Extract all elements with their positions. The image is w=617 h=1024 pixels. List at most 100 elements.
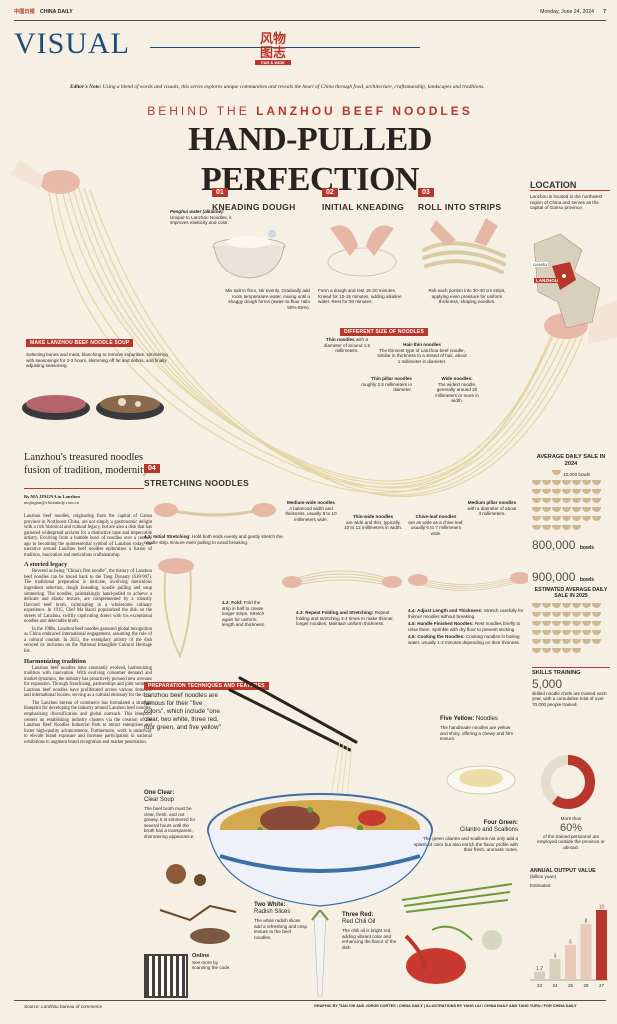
bowl-icon: [552, 620, 561, 626]
size-thin: Thin noodles with a diameter of around 1…: [322, 337, 372, 354]
step-02-title: INITIAL KNEADING: [322, 202, 405, 212]
soup-tag: MAKE LANZHOU BEEF NOODLE SOUP: [26, 339, 134, 347]
noodle-strands: [47, 179, 583, 498]
daily-bowls-grid: [532, 479, 610, 534]
noodle-pull-illustration: [10, 160, 617, 498]
five-yellow-text: The handmade noodles are yellow and shin…: [440, 725, 514, 742]
size-hair-thin: Hair-thin noodles The thinnest type of L…: [376, 342, 468, 364]
stretch-4-6-text: Cooking noodles in boiling water, usuall…: [408, 634, 521, 645]
stretch-4-4-title: 4.4: Adjust Length and Thickness:: [408, 608, 483, 613]
bowl-icon: [532, 515, 541, 521]
three-red: Three Red: Red Chili Oil The chili oil i…: [342, 912, 404, 950]
bowl-icon: [532, 629, 541, 635]
prep-tag: PREPARATION TECHNIQUES AND FEATURES: [144, 682, 269, 690]
stretch-4-1-text: Hold both ends evenly and gently stretch…: [144, 534, 283, 545]
size-thin-pillar-text: roughly 2.5 millimeters in diameter.: [361, 381, 412, 393]
article-heading: Lanzhou's treasured noodles fusion of tr…: [24, 452, 149, 476]
bowl-icon: [532, 479, 541, 485]
bowl-icon: [592, 488, 601, 494]
roll-strips-illustration: [422, 218, 506, 274]
article-body: Lanzhou beef noodles, originating from t…: [24, 514, 152, 747]
size-chive-leaf-name: Chive-leaf noodles: [415, 514, 457, 519]
bowl-icon: [572, 488, 581, 494]
stretch-4-2-text: Fold the strip in half to create longer …: [222, 600, 266, 628]
qr-code[interactable]: [144, 954, 188, 998]
bowl-icon: [562, 497, 571, 503]
bowl-icon: [542, 647, 551, 653]
pct-pre: More than: [560, 816, 582, 821]
chart-tick-label: 23: [537, 983, 543, 988]
stretch-4-2: 4.2: Fold: Fold the strip in half to cre…: [222, 600, 270, 628]
skills-value: 5,000: [532, 676, 563, 691]
three-red-name: Red Chili Oil: [342, 919, 376, 925]
article-p2: In the 1980s, Lanzhou beef noodles garne…: [24, 626, 152, 655]
paper-name: CHINA DAILY: [40, 9, 73, 15]
size-medium-wide-text: A balanced width and thickness, usually …: [285, 505, 337, 522]
editors-note-label: Editor's Note:: [70, 84, 102, 90]
daily-sale-value: 800,000 bowls: [532, 536, 610, 554]
two-white: Two White: Radish Slices The white radis…: [254, 902, 308, 940]
left-hand: [10, 160, 80, 194]
bowl-icon: [562, 611, 571, 617]
series-logo: 风物 图志 FAR & WIDE: [255, 32, 291, 76]
stats-column: AVERAGE DAILY SALE IN 2024 10,000 bowls …: [532, 454, 610, 708]
stretch-header: 04 STRETCHING NOODLES: [144, 457, 284, 488]
editors-note-text: Using a blend of words and visuals, this…: [102, 84, 485, 90]
chart-bar: [549, 959, 561, 980]
pct-text: of the trained personnel are employed ou…: [537, 833, 605, 850]
size-hair-thin-text: The thinnest type of Lanzhou beef noodle…: [377, 347, 467, 364]
step-01-desc: Mix salt to flour, stir evenly. Graduall…: [225, 288, 310, 310]
kicker-accent: LANZHOU BEEF NOODLES: [256, 104, 473, 118]
bowl-icon: [582, 602, 591, 608]
chart-tick-label: 27: [599, 983, 605, 988]
bowl-icon: [552, 638, 561, 644]
bowl-icon: [572, 479, 581, 485]
bowl-icon: [542, 524, 551, 530]
online-title: Online: [192, 953, 210, 959]
stretch-4-6-title: 4.6: Cooking the Noodles:: [408, 634, 465, 640]
bowl-icon: [532, 620, 541, 626]
masthead-rule: [14, 20, 606, 21]
size-medium-pillar-text: with a diameter of about 3 millimeters.: [467, 505, 517, 517]
herbs-illustration: [401, 883, 513, 950]
pct-block: More than 60% of the trained personnel a…: [534, 816, 608, 850]
bowl-icon: [552, 497, 561, 503]
stretch-4-3: 4.3: Repeat Folding and Stretching: Repe…: [296, 610, 402, 627]
size-chive-leaf-text: are as wide as a chive leaf, usually 6 t…: [408, 519, 464, 536]
step-02-desc: Form a dough and rest 15-20 minutes. Kne…: [318, 288, 402, 305]
est-value: 900,000: [532, 569, 576, 584]
stretch-4-4-text: Stretch carefully for thinner noodles wi…: [408, 608, 524, 619]
step-03-desc: Roll each portion into 30-40 cm strips, …: [428, 288, 506, 305]
bowl-icon: [572, 638, 581, 644]
bowl-icon: [532, 488, 541, 494]
size-medium-wide-name: Medium-wide noodles: [287, 500, 335, 505]
pct-donut: [541, 755, 595, 809]
two-white-text: The white radish slices add a refreshing…: [254, 918, 308, 940]
bowl-icon: [582, 479, 591, 485]
noodle-plate-illustration: [446, 765, 516, 795]
prep-intro: Lanzhou beef noodles are famous for thei…: [144, 692, 221, 731]
stretch-number: 04: [144, 464, 160, 473]
bowl-icon: [562, 629, 571, 635]
stretch-4-5-title: 4.5: Handle Finished Noodles:: [408, 621, 474, 627]
two-white-name: Radish Slices: [254, 909, 291, 915]
size-thin-wide-name: Thin-wide noodles: [352, 514, 394, 519]
one-clear: One Clear: Clear Soup The beef broth mus…: [144, 790, 200, 840]
bowl-icon: [592, 479, 601, 485]
four-green: Four Green: Cilantro and Scallions The g…: [412, 820, 518, 853]
paper-name-cn: 中国日报: [14, 9, 35, 15]
bowl-icon: [542, 488, 551, 494]
article-p3: Lanzhou beef noodles have constantly evo…: [24, 665, 152, 699]
article-p1: Revered as being "China's first noodle",…: [24, 569, 152, 625]
step-01: 01 KNEADING DOUGH: [212, 181, 312, 212]
location-map: [533, 233, 601, 329]
chili-illustration: [404, 934, 466, 984]
location-title: LOCATION: [530, 180, 610, 191]
bowl-icon: [532, 506, 541, 512]
bowl-icon: [552, 524, 561, 530]
article-p4: The Lanzhou bureau of commerce has formu…: [24, 700, 152, 745]
stretch-4-2-title: 4.2: Fold:: [222, 600, 243, 605]
est-unit: bowls: [579, 576, 595, 583]
bowl-icon: [552, 611, 561, 617]
bowl-icon: [552, 647, 561, 653]
